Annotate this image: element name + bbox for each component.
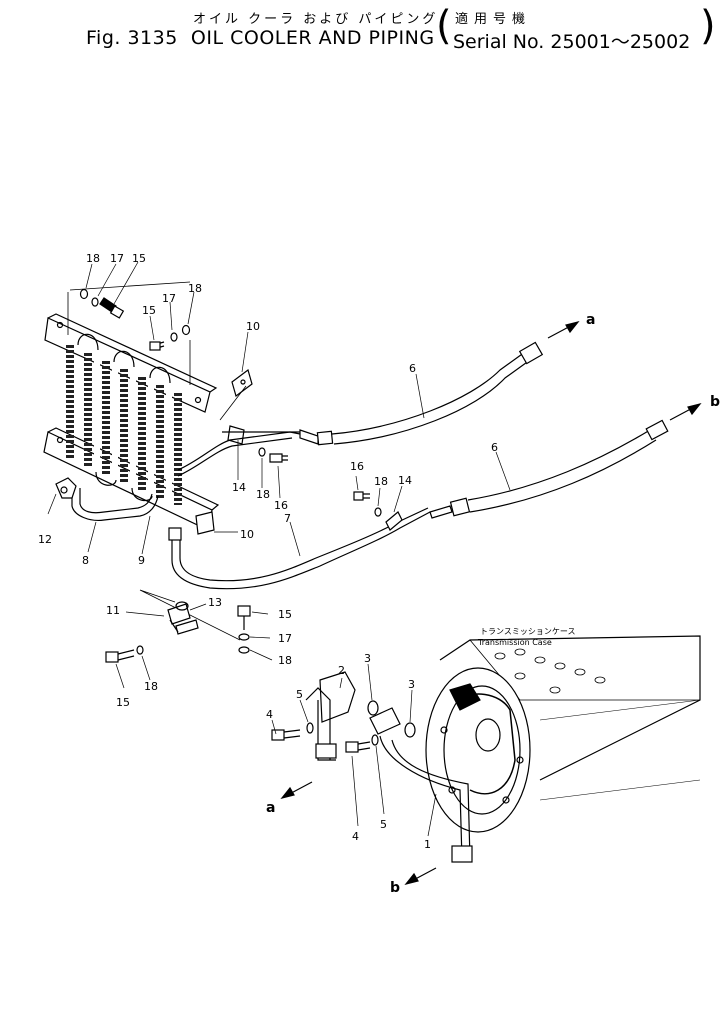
transmission-case (425, 635, 701, 833)
open-paren: ( (436, 3, 452, 49)
callout-18: 18 (86, 252, 100, 265)
oil-cooler (43, 313, 220, 531)
connection-a-top: a (586, 312, 595, 328)
serial-label: Serial No. (453, 31, 545, 53)
callout-9: 9 (138, 554, 145, 567)
japanese-serial-label: 適用号機 (455, 12, 532, 27)
callout-18: 18 (256, 488, 270, 501)
callout-15: 15 (142, 304, 156, 317)
callout-12: 12 (38, 533, 52, 546)
transmission-case-label: Transmission Case (477, 638, 552, 647)
callout-13: 13 (208, 596, 222, 609)
callout-2: 2 (338, 664, 345, 677)
callout-18: 18 (144, 680, 158, 693)
callout-15: 15 (116, 696, 130, 709)
callout-10: 10 (246, 320, 260, 333)
callout-18: 18 (188, 282, 202, 295)
callout-17: 17 (278, 632, 292, 645)
callout-15: 15 (278, 608, 292, 621)
close-paren: ) (700, 3, 716, 49)
figure-header: オイル クーラ および パイピング 適用号機 Fig. 3135 OIL COO… (0, 0, 724, 60)
transmission-case-jp-label: トランスミッションケース (480, 627, 575, 636)
serial-range: 25001～25002 (550, 31, 691, 53)
figure-number: Fig. 3135 (86, 27, 178, 49)
callout-6: 6 (491, 441, 498, 454)
figure-title-line: Fig. 3135 OIL COOLER AND PIPING (86, 27, 435, 49)
connection-a-bottom: a (266, 800, 275, 816)
callout-17: 17 (110, 252, 124, 265)
callout-14: 14 (232, 481, 246, 494)
callout-18: 18 (374, 475, 388, 488)
connection-b-top: b (710, 394, 720, 410)
callout-4: 4 (352, 830, 359, 843)
callout-7: 7 (284, 512, 291, 525)
japanese-title: オイル クーラ および パイピング (193, 12, 439, 27)
callout-18: 18 (278, 654, 292, 667)
callout-16: 16 (350, 460, 364, 473)
callout-5: 5 (380, 818, 387, 831)
callout-3: 3 (364, 652, 371, 665)
serial-line: Serial No. 25001～25002 (453, 27, 690, 54)
callout-3: 3 (408, 678, 415, 691)
callout-5: 5 (296, 688, 303, 701)
callout-11: 11 (106, 604, 120, 617)
figure-title: OIL COOLER AND PIPING (190, 27, 435, 49)
callout-10: 10 (240, 528, 254, 541)
callout-17: 17 (162, 292, 176, 305)
callout-14: 14 (398, 474, 412, 487)
callout-1: 1 (424, 838, 431, 851)
callout-16: 16 (274, 499, 288, 512)
callout-8: 8 (82, 554, 89, 567)
callout-4: 4 (266, 708, 273, 721)
callout-15: 15 (132, 252, 146, 265)
callout-6: 6 (409, 362, 416, 375)
connection-b-bottom: b (390, 880, 400, 896)
